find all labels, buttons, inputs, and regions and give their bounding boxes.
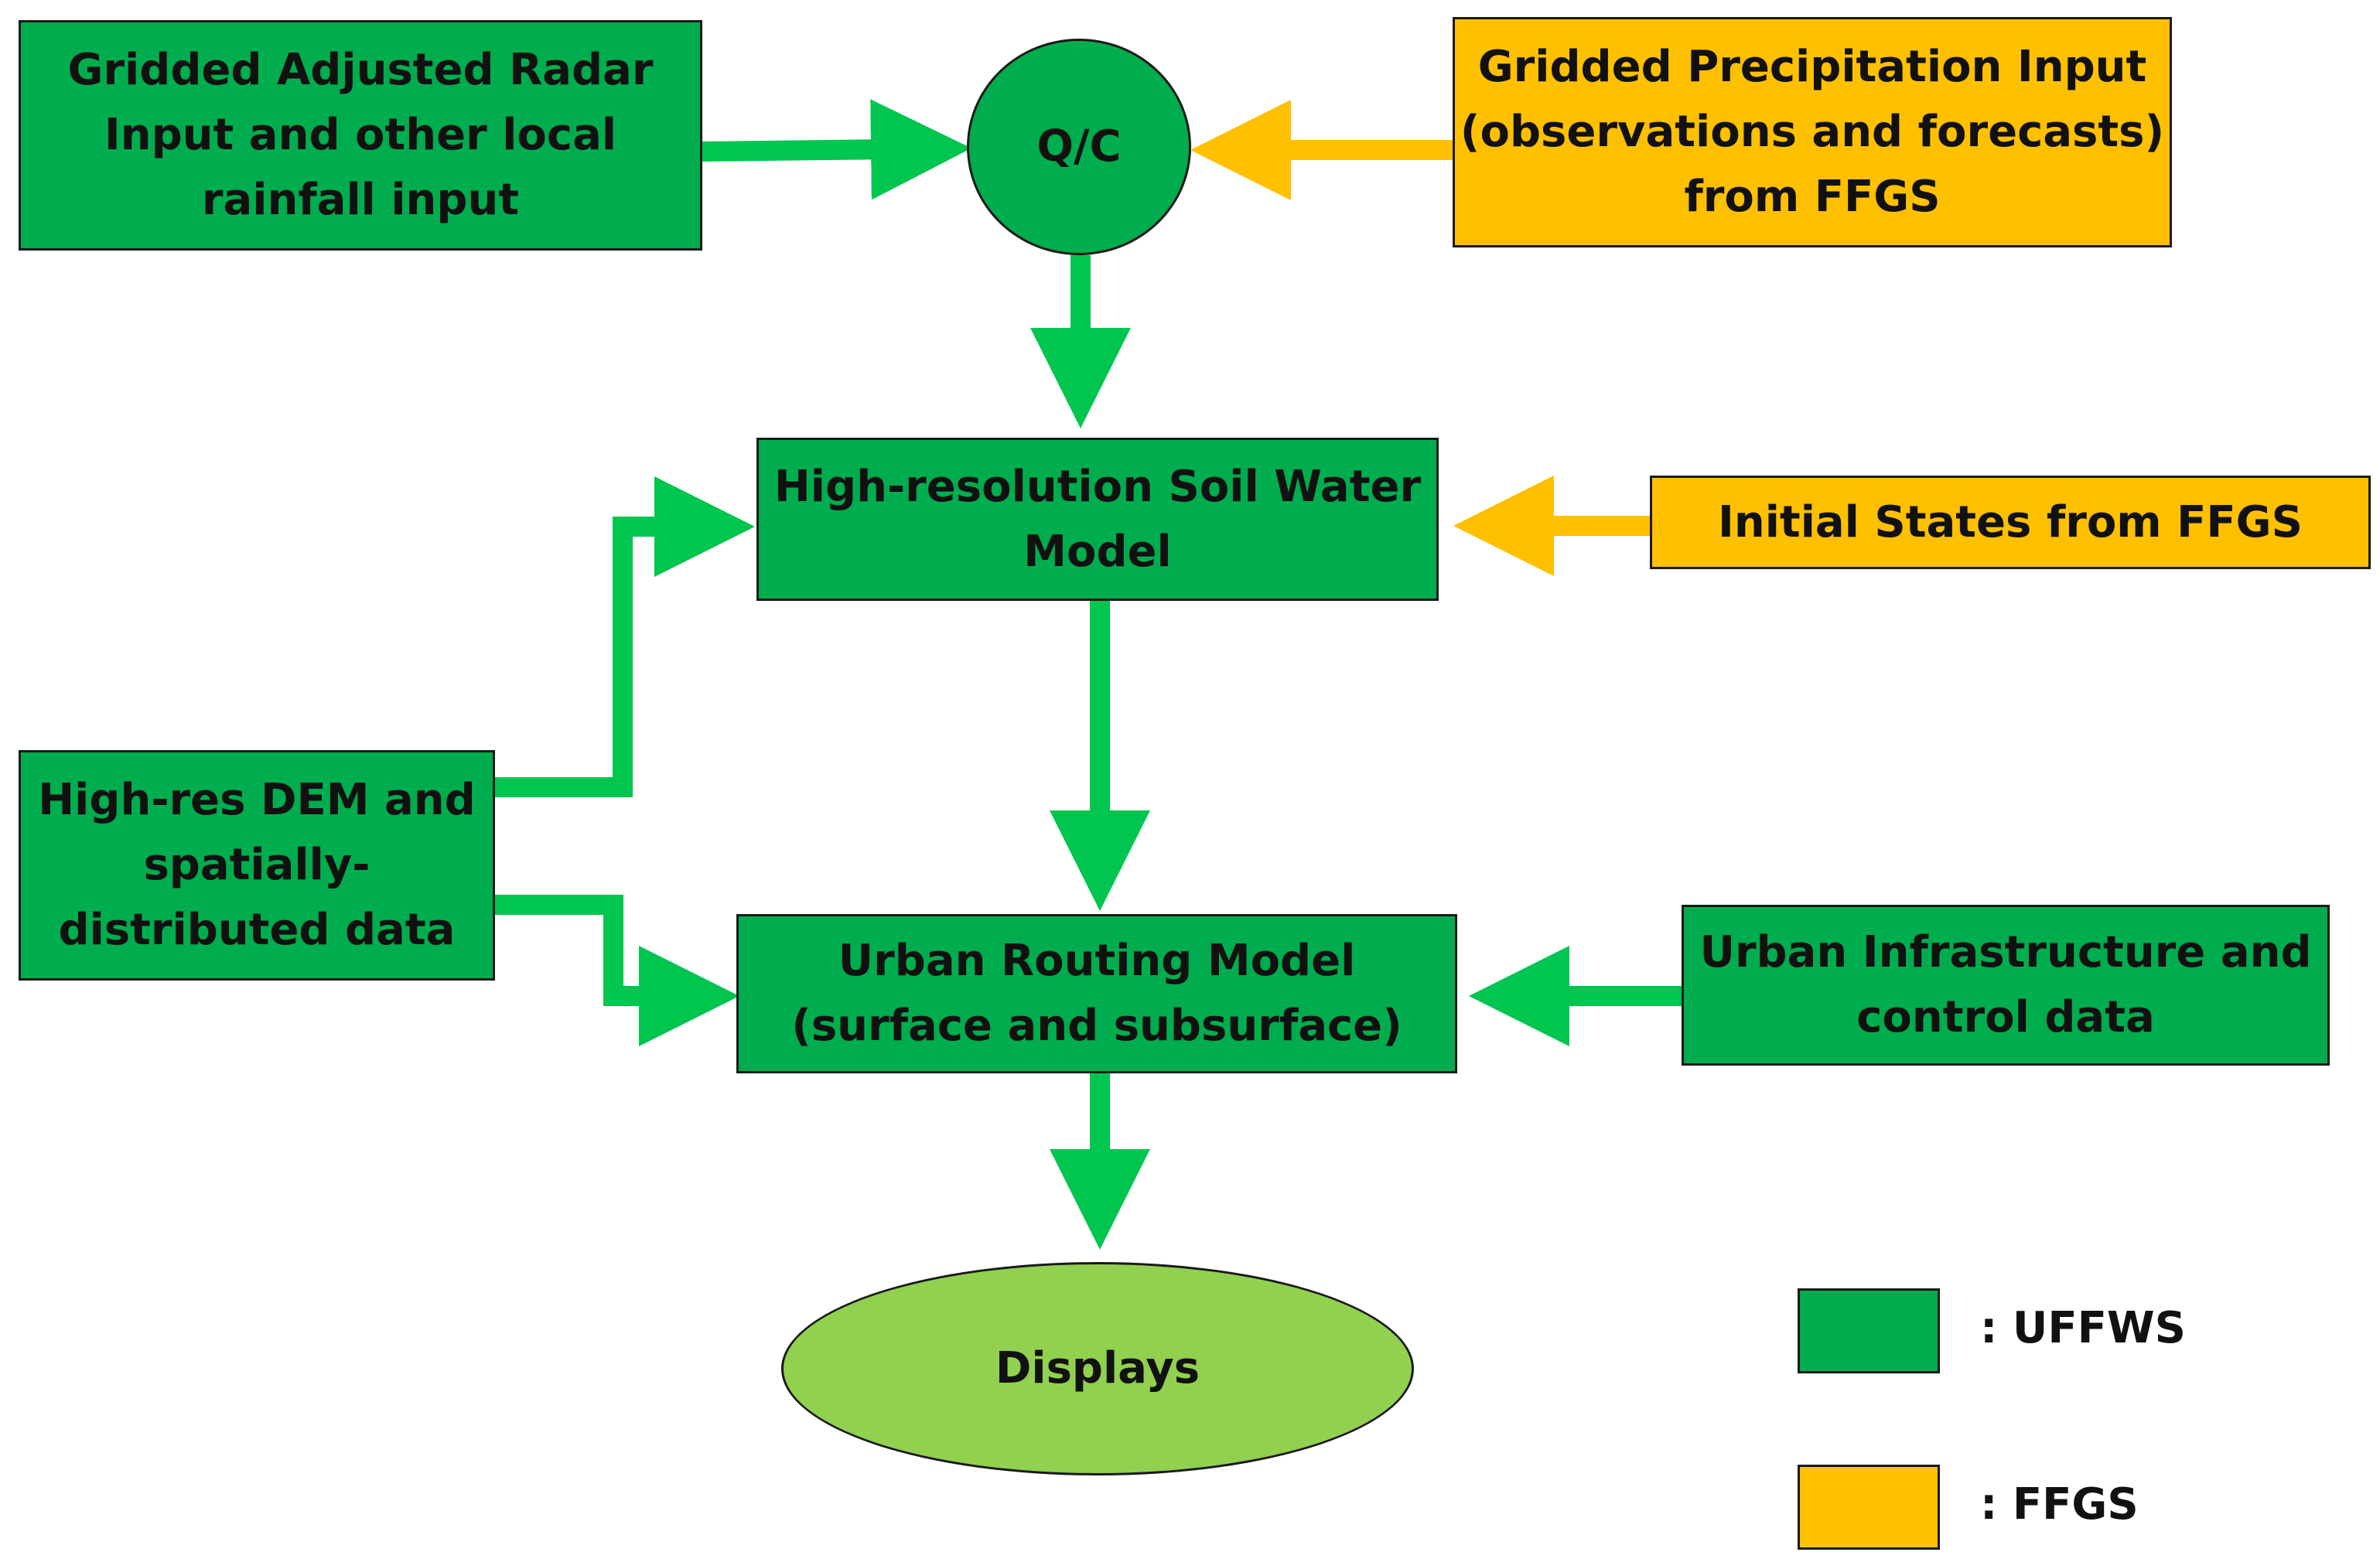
precip-input-box: Gridded Precipitation Input (observation… xyxy=(1453,17,2172,247)
soil-model-label: High-resolution Soil Water Model xyxy=(773,461,1422,577)
displays-node: Displays xyxy=(781,1262,1414,1475)
infrastructure-label: Urban Infrastructure and control data xyxy=(1699,927,2312,1042)
radar-input-box: Gridded Adjusted Radar Input and other l… xyxy=(19,20,702,251)
qc-node: Q/C xyxy=(967,39,1191,255)
soil-model-box: High-resolution Soil Water Model xyxy=(756,438,1439,601)
qc-label: Q/C xyxy=(1036,121,1122,172)
routing-model-label: Urban Routing Model (surface and subsurf… xyxy=(791,936,1402,1051)
legend-uffws-swatch xyxy=(1798,1288,1940,1373)
radar-input-label: Gridded Adjusted Radar Input and other l… xyxy=(67,45,654,225)
arrow-dem-to-routing-model xyxy=(495,895,739,1046)
infrastructure-box: Urban Infrastructure and control data xyxy=(1682,905,2330,1066)
arrow-dem-to-soil-model xyxy=(495,476,755,797)
dem-data-box: High-res DEM and spatially- distributed … xyxy=(19,750,495,981)
initial-states-box: Initial States from FFGS xyxy=(1650,476,2371,569)
precip-input-label: Gridded Precipitation Input (observation… xyxy=(1460,42,2165,222)
legend-ffgs-swatch xyxy=(1798,1465,1940,1550)
routing-model-box: Urban Routing Model (surface and subsurf… xyxy=(736,914,1457,1073)
initial-states-label: Initial States from FFGS xyxy=(1718,496,2303,548)
displays-label: Displays xyxy=(995,1343,1200,1394)
dem-data-label: High-res DEM and spatially- distributed … xyxy=(38,775,476,955)
legend-ffgs-label: : FFGS xyxy=(1980,1479,2139,1530)
legend-uffws-label: : UFFWS xyxy=(1980,1303,2186,1353)
arrow-radar-to-qc xyxy=(702,99,971,200)
